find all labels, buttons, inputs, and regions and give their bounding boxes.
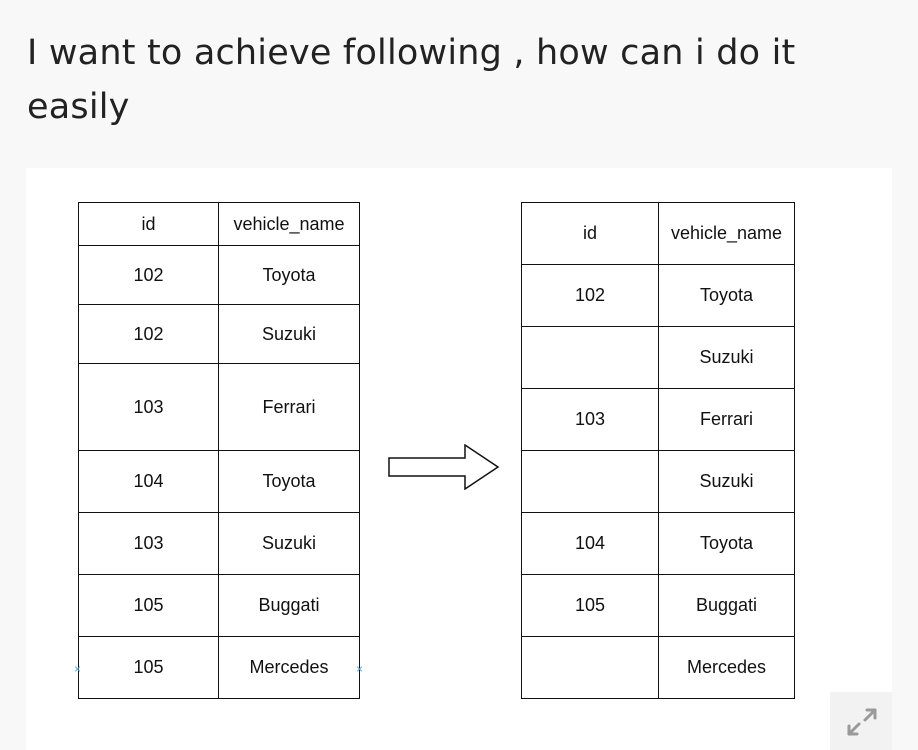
question-title: I want to achieve following , how can i …: [27, 33, 796, 127]
cell-id: 103: [78, 512, 219, 575]
cell-vehicle-name: Buggati: [658, 574, 795, 637]
table-row: 102 Toyota: [78, 245, 360, 305]
selection-handle-right: ×: [356, 662, 364, 676]
table-row: 105 Mercedes: [78, 636, 360, 699]
table-header-row: id vehicle_name: [78, 202, 360, 246]
cell-id: [521, 636, 659, 699]
cell-vehicle-name: Toyota: [658, 512, 795, 575]
cell-vehicle-name: Toyota: [658, 264, 795, 327]
cell-id: [521, 326, 659, 389]
table-row: 104 Toyota: [78, 450, 360, 513]
cell-vehicle-name: Toyota: [218, 450, 360, 513]
cell-vehicle-name: Mercedes: [218, 636, 360, 699]
cell-vehicle-name: Suzuki: [218, 304, 360, 364]
cell-vehicle-name: Suzuki: [658, 450, 795, 513]
table-header-row: id vehicle_name: [521, 202, 795, 265]
table-row: Mercedes: [521, 636, 795, 699]
cell-id: 102: [78, 304, 219, 364]
right-arrow-icon: [388, 444, 500, 490]
table-row: 105 Buggati: [78, 574, 360, 637]
cell-vehicle-name: Mercedes: [658, 636, 795, 699]
question-image: id vehicle_name 102 Toyota 102 Suzuki 10…: [26, 168, 892, 750]
table-row: 105 Buggati: [521, 574, 795, 637]
cell-id: 102: [78, 245, 219, 305]
cell-id: 103: [521, 388, 659, 451]
result-table: id vehicle_name 102 Toyota Suzuki 103 Fe…: [521, 202, 795, 699]
cell-vehicle-name: Ferrari: [218, 363, 360, 451]
cell-vehicle-name: Buggati: [218, 574, 360, 637]
header-vehicle-name: vehicle_name: [218, 202, 360, 246]
table-row: 104 Toyota: [521, 512, 795, 575]
header-vehicle-name: vehicle_name: [658, 202, 795, 265]
cell-id: 104: [78, 450, 219, 513]
table-row: 103 Ferrari: [521, 388, 795, 451]
cell-vehicle-name: Toyota: [218, 245, 360, 305]
cell-vehicle-name: Ferrari: [658, 388, 795, 451]
cell-id: 105: [78, 636, 219, 699]
table-row: Suzuki: [521, 450, 795, 513]
cell-id: 104: [521, 512, 659, 575]
expand-image-button[interactable]: [830, 692, 892, 750]
source-table: id vehicle_name 102 Toyota 102 Suzuki 10…: [78, 202, 360, 699]
table-row: 103 Ferrari: [78, 363, 360, 451]
cell-id: 102: [521, 264, 659, 327]
table-row: 102 Suzuki: [78, 304, 360, 364]
table-row: 103 Suzuki: [78, 512, 360, 575]
header-id: id: [521, 202, 659, 265]
cell-id: [521, 450, 659, 513]
expand-icon: [847, 708, 877, 736]
header-id: id: [78, 202, 219, 246]
cell-id: 105: [521, 574, 659, 637]
cell-vehicle-name: Suzuki: [218, 512, 360, 575]
cell-id: 105: [78, 574, 219, 637]
table-row: Suzuki: [521, 326, 795, 389]
cell-id: 103: [78, 363, 219, 451]
table-row: 102 Toyota: [521, 264, 795, 327]
selection-handle-left: ×: [74, 662, 82, 676]
cell-vehicle-name: Suzuki: [658, 326, 795, 389]
